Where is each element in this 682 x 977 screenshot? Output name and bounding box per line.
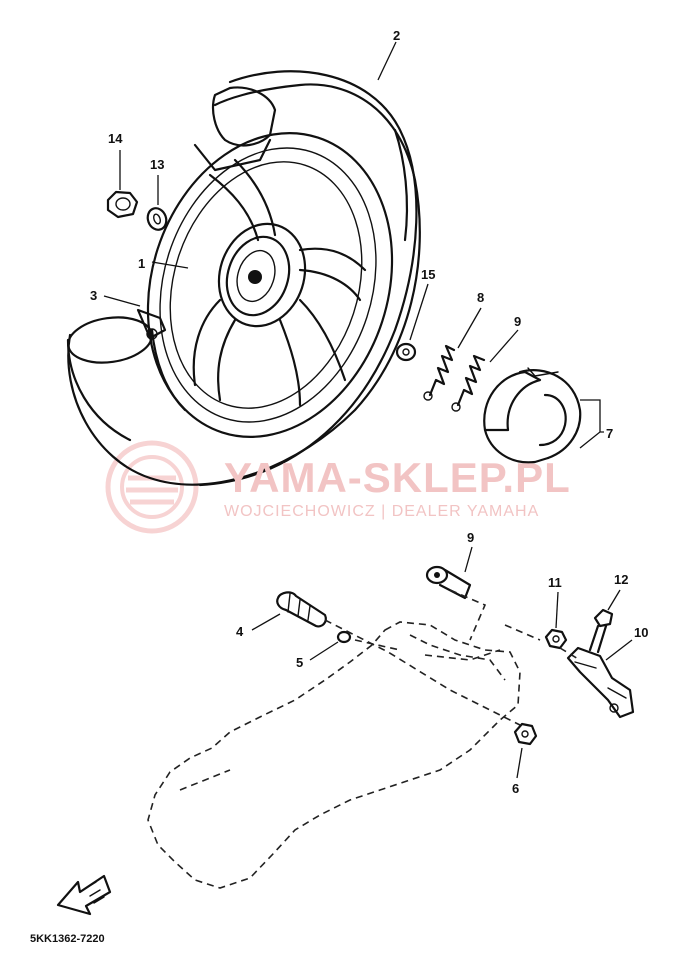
callout-12: 12 bbox=[614, 572, 628, 587]
rear-wheel bbox=[66, 70, 421, 487]
diagram-code: 5KK1362-7220 bbox=[30, 933, 105, 945]
callout-6: 6 bbox=[512, 781, 519, 796]
callout-3: 3 bbox=[90, 288, 97, 303]
washer-part-13 bbox=[146, 207, 168, 231]
callout-9-lower: 9 bbox=[467, 530, 474, 545]
callout-14: 14 bbox=[108, 131, 123, 146]
spring-part-9 bbox=[451, 354, 486, 412]
watermark-title: YAMA-SKLEP.PL bbox=[224, 454, 571, 501]
shaft-part-4 bbox=[276, 591, 327, 628]
brake-shoes-part-7 bbox=[483, 367, 582, 464]
callout-11: 11 bbox=[548, 575, 562, 590]
nut-part-14 bbox=[106, 190, 139, 219]
callout-8: 8 bbox=[477, 290, 484, 305]
callout-9-upper: 9 bbox=[514, 314, 521, 329]
o-ring-part-5 bbox=[336, 630, 352, 644]
washer-part-15 bbox=[395, 342, 417, 362]
callout-2: 2 bbox=[393, 28, 400, 43]
callout-15: 15 bbox=[421, 267, 435, 282]
callout-4: 4 bbox=[236, 624, 244, 639]
callout-5: 5 bbox=[296, 655, 303, 670]
crankcase-outline bbox=[147, 621, 521, 889]
nut-part-6 bbox=[513, 722, 538, 746]
callout-labels: 2 14 13 1 3 15 8 9 7 9 11 12 10 4 5 6 bbox=[90, 28, 648, 796]
nut-part-11 bbox=[544, 628, 568, 650]
callout-1: 1 bbox=[138, 256, 145, 271]
callout-13: 13 bbox=[150, 157, 164, 172]
leader-lines bbox=[103, 41, 633, 779]
watermark-subtitle: WOJCIECHOWICZ | DEALER YAMAHA bbox=[224, 503, 540, 520]
watermark-logo-icon bbox=[105, 440, 199, 534]
brake-lever-part-10 bbox=[566, 646, 635, 719]
front-direction-arrow-icon bbox=[56, 874, 112, 916]
callout-10: 10 bbox=[634, 625, 648, 640]
assembly-lines bbox=[324, 589, 581, 726]
spring-part-8 bbox=[423, 344, 456, 401]
bolt-part-12 bbox=[588, 608, 614, 654]
callout-7: 7 bbox=[606, 426, 613, 441]
brake-cam-part-9 bbox=[425, 565, 472, 600]
